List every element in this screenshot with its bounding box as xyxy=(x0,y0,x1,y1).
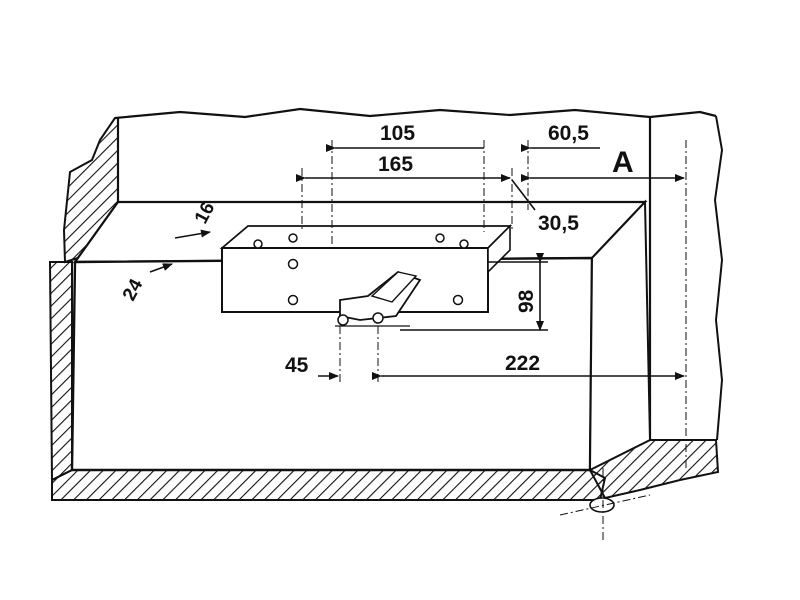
dim-60-5: 60,5 xyxy=(548,122,589,145)
closer-arm xyxy=(335,270,422,327)
screw-holes xyxy=(253,233,469,306)
mounting-plate xyxy=(219,224,513,313)
dim-30-5: 30,5 xyxy=(538,212,579,235)
dim-98: 98 xyxy=(515,289,538,313)
dimension-lines xyxy=(149,144,685,380)
dim-45: 45 xyxy=(285,354,309,377)
dim-222: 222 xyxy=(505,352,540,375)
pivot-point xyxy=(559,468,651,540)
view-marker-a: A xyxy=(612,146,634,179)
dim-105: 105 xyxy=(380,122,415,145)
dim-165: 165 xyxy=(378,153,413,176)
